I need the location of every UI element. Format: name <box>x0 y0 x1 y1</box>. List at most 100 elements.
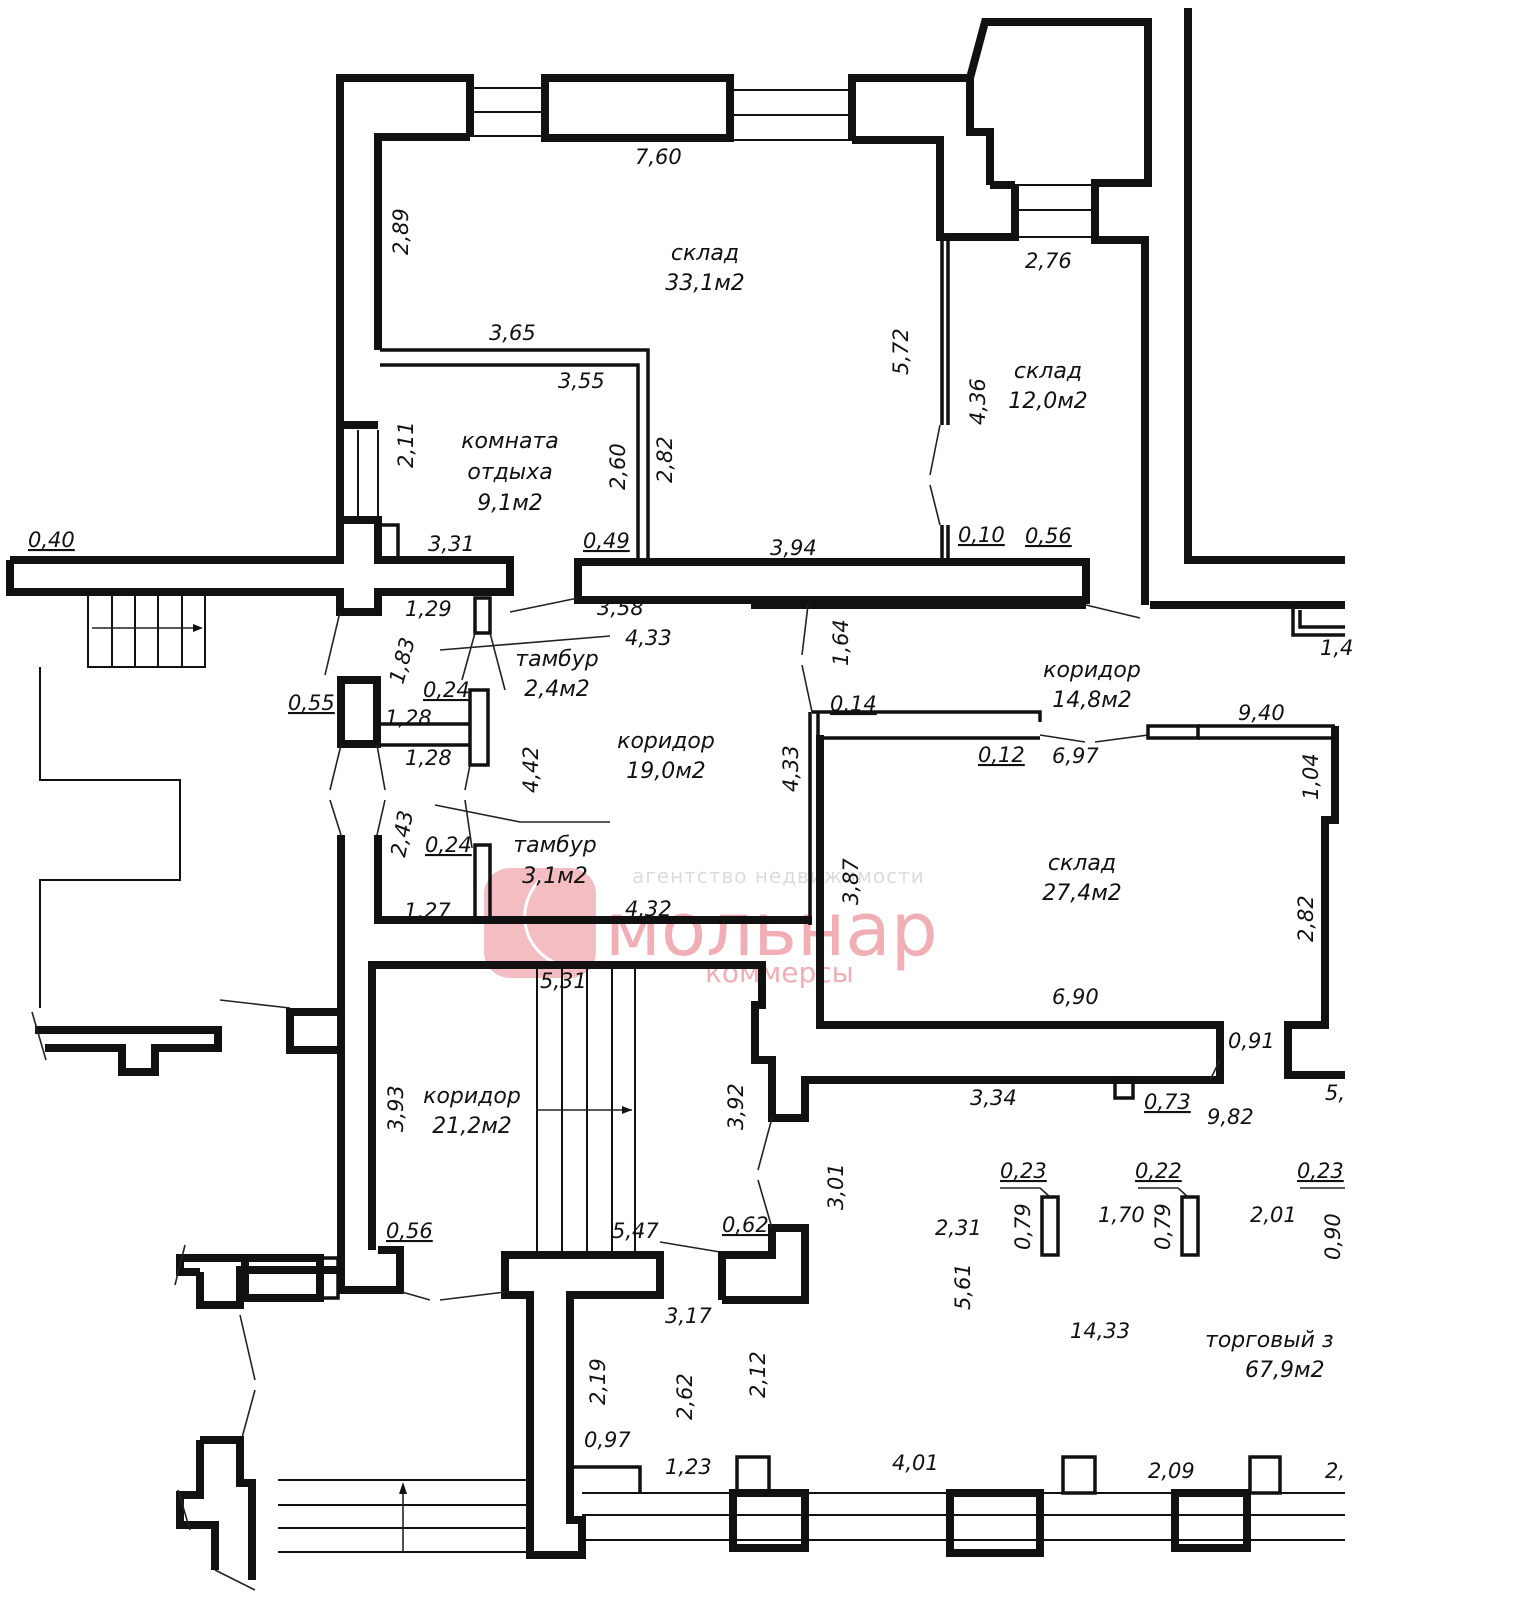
room-area-koridor-19: 19,0м2 <box>626 759 706 784</box>
walls <box>6 8 1345 1591</box>
dim-label: 0,55 <box>288 691 335 715</box>
dim-label: 7,60 <box>635 145 682 169</box>
dim-label: 0,23 <box>1000 1159 1047 1183</box>
stair-arrow-right-icon <box>193 624 203 632</box>
dim-label: 4,33 <box>625 626 672 650</box>
room-area-tambur-2: 3,1м2 <box>522 864 588 889</box>
room-area-koridor-21: 21,2м2 <box>432 1114 512 1139</box>
dim-label: 4,01 <box>892 1451 939 1475</box>
dim-label: 4,33 <box>779 745 803 792</box>
dim-label: 5,47 <box>612 1219 659 1243</box>
room-labels: склад 33,1м2 склад 12,0м2 комната отдыха… <box>423 241 1333 1383</box>
dim-label: 2,82 <box>1294 895 1318 942</box>
dim-label: 1,70 <box>1098 1203 1145 1227</box>
stair-arrow-icon <box>622 1106 632 1114</box>
room-label-sklad-33: склад <box>671 241 739 266</box>
dim-label: 5, <box>1325 1081 1345 1105</box>
watermark-tagline: агентство недвижимости <box>632 864 925 888</box>
watermark-brand: мольнар <box>605 887 938 973</box>
dim-label: 0,49 <box>583 529 630 553</box>
room-label-rest-room-1: комната <box>461 429 559 454</box>
dim-label: 0,23 <box>1297 1159 1344 1183</box>
dim-label: 0,97 <box>584 1428 631 1452</box>
dim-label: 1,28 <box>405 746 452 770</box>
room-area-sklad-33: 33,1м2 <box>665 271 745 296</box>
dim-label: 5,61 <box>951 1263 975 1310</box>
dim-label: 2,12 <box>746 1351 770 1398</box>
dim-label: 9,40 <box>1238 701 1285 725</box>
dim-label: 1,83 <box>385 635 420 686</box>
dim-label: 6,97 <box>1052 744 1099 768</box>
dim-label: 6,90 <box>1052 985 1099 1009</box>
dim-label: 2,89 <box>389 208 413 255</box>
room-label-koridor-21: коридор <box>423 1084 521 1109</box>
dim-label: 3,93 <box>384 1085 408 1132</box>
room-label-sklad-12: склад <box>1014 359 1082 384</box>
dim-label: 1,64 <box>829 619 853 666</box>
dim-label: 3,34 <box>970 1086 1017 1110</box>
dim-label: 9,82 <box>1207 1105 1254 1129</box>
dim-label: 0,90 <box>1321 1213 1345 1260</box>
dim-label: 5,31 <box>540 969 587 993</box>
dim-label: 0,24 <box>425 833 472 857</box>
dim-label: 0,73 <box>1144 1090 1191 1114</box>
dim-label: 2,31 <box>935 1216 982 1240</box>
dim-label: 1,4 <box>1320 636 1353 660</box>
dim-label: 0,40 <box>28 528 75 552</box>
dim-label: 1,23 <box>665 1455 712 1479</box>
dim-label: 2,09 <box>1148 1459 1195 1483</box>
dim-label: 0,62 <box>722 1213 769 1237</box>
dim-label: 3,92 <box>724 1083 748 1130</box>
dim-label: 4,42 <box>519 746 543 793</box>
dim-label: 2, <box>1325 1459 1345 1483</box>
dim-label: 2,62 <box>673 1373 697 1420</box>
dim-label: 2,82 <box>653 436 677 483</box>
dimension-labels: 7,60 2,89 3,65 5,72 2,76 4,36 3,55 2,11 … <box>28 145 1353 1483</box>
room-label-tambur-1: тамбур <box>515 647 598 672</box>
dim-label: 2,19 <box>586 1358 610 1405</box>
dim-label: 4,36 <box>966 378 990 425</box>
dim-label: 1,27 <box>404 899 451 923</box>
dim-label: 3,65 <box>489 321 536 345</box>
room-label-sales-hall: торговый з <box>1205 1328 1334 1353</box>
dim-label: 0,14 <box>830 692 877 716</box>
room-label-koridor-14: коридор <box>1043 658 1141 683</box>
stair-arrow-up-icon <box>399 1482 407 1494</box>
dim-label: 0,79 <box>1011 1203 1035 1250</box>
dim-label: 0,22 <box>1135 1159 1182 1183</box>
staircase-center <box>536 965 636 1255</box>
room-label-koridor-19: коридор <box>617 729 715 754</box>
dim-label: 0,56 <box>1025 524 1072 548</box>
dim-label: 5,72 <box>889 328 913 375</box>
dim-label: 0,10 <box>958 523 1005 547</box>
dim-label: 2,43 <box>386 809 418 859</box>
dim-label: 0,12 <box>978 743 1025 767</box>
dim-label: 3,31 <box>428 532 475 556</box>
dim-label: 1,28 <box>385 706 432 730</box>
dim-label: 3,55 <box>558 369 605 393</box>
dim-label: 2,60 <box>606 443 630 490</box>
room-label-rest-room-2: отдыха <box>467 460 552 485</box>
dim-label: 0,79 <box>1151 1203 1175 1250</box>
watermark: агентство недвижимости мольнар коммерсы <box>484 864 938 989</box>
room-area-koridor-14: 14,8м2 <box>1052 688 1132 713</box>
dim-label: 1,29 <box>405 597 452 621</box>
dim-label: 14,33 <box>1070 1319 1130 1343</box>
dim-label: 1,04 <box>1299 753 1323 800</box>
room-label-tambur-2: тамбур <box>513 833 596 858</box>
room-area-rest-room: 9,1м2 <box>477 491 543 516</box>
room-area-sklad-27: 27,4м2 <box>1042 881 1122 906</box>
staircase-entrance <box>278 1479 530 1553</box>
dim-label: 3,94 <box>770 536 817 560</box>
dim-label: 3,01 <box>824 1163 848 1210</box>
room-area-sales-hall: 67,9м2 <box>1245 1358 1325 1383</box>
room-label-sklad-27: склад <box>1048 851 1116 876</box>
dim-label: 3,58 <box>597 596 644 620</box>
room-area-sklad-12: 12,0м2 <box>1008 389 1088 414</box>
room-area-tambur-1: 2,4м2 <box>524 677 590 702</box>
watermark-sub: коммерсы <box>705 956 854 989</box>
dim-label: 2,01 <box>1250 1203 1297 1227</box>
dim-label: 2,76 <box>1025 249 1072 273</box>
dim-label: 0,91 <box>1228 1029 1275 1053</box>
